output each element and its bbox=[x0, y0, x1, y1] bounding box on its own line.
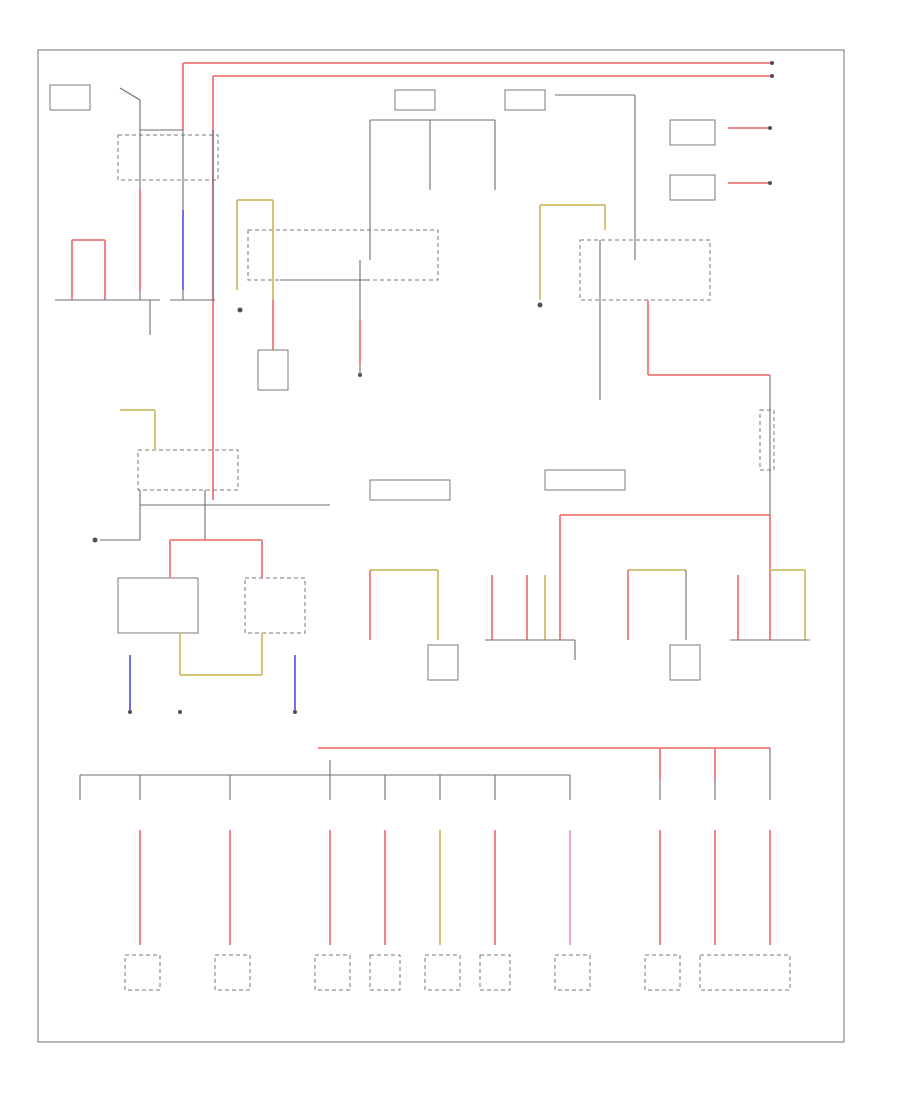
center-relay-block bbox=[236, 119, 496, 391]
right-vertical-feed bbox=[559, 375, 775, 640]
middle-row-connectors bbox=[369, 569, 810, 681]
bottom-connectors bbox=[124, 954, 791, 991]
component-label-stubs bbox=[49, 84, 716, 501]
diagram-border bbox=[37, 49, 845, 1043]
upper-left-fuse-cluster bbox=[55, 87, 219, 335]
left-lower-relay bbox=[117, 539, 306, 714]
center-module-connector bbox=[257, 349, 289, 391]
upper-right-relay-block bbox=[537, 94, 772, 400]
lower-power-bus bbox=[80, 747, 770, 780]
left-middle-switch-block bbox=[92, 409, 330, 543]
bottom-fuse-row bbox=[79, 748, 771, 945]
